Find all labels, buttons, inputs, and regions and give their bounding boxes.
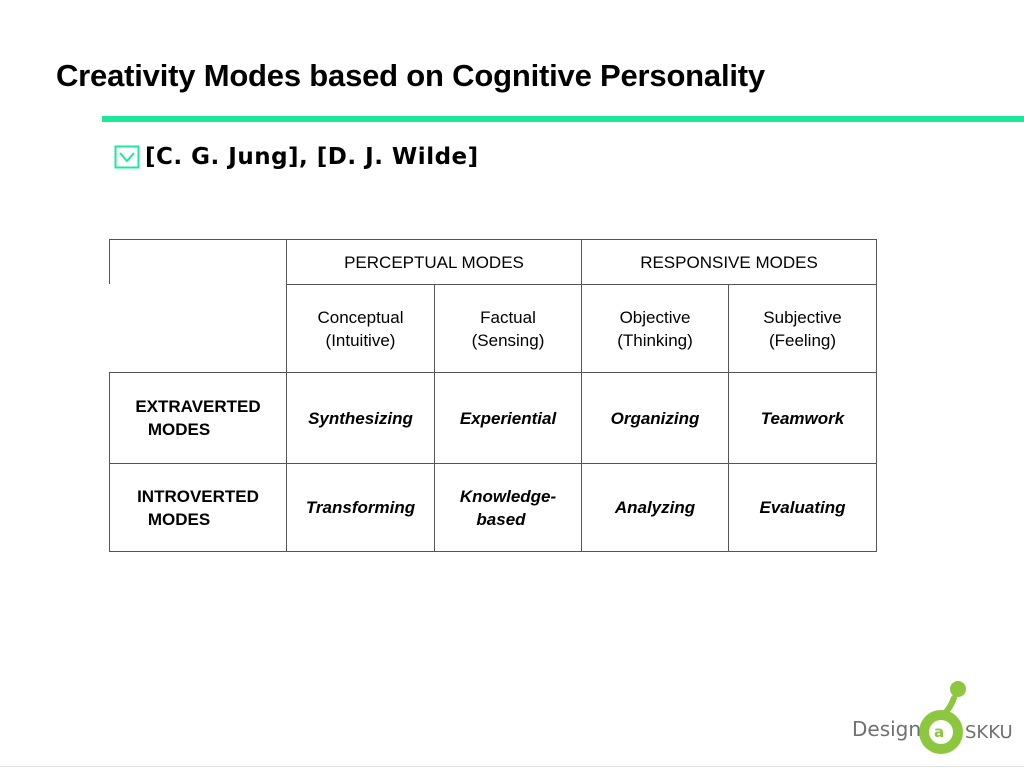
column-header-line: Subjective [763, 307, 842, 327]
table-border-bottom [109, 551, 877, 552]
table-cell: Experiential [459, 408, 557, 428]
column-header-line: Factual [480, 307, 536, 327]
column-header-conceptual: Conceptual (Intuitive) [287, 285, 434, 372]
table-line-col3 [581, 239, 582, 552]
row-label-line: INTROVERTED [137, 486, 259, 506]
table-cell: Evaluating [759, 498, 846, 517]
table-cell: Transforming [305, 498, 416, 517]
row-label-extraverted: EXTRAVERTED MODES [110, 373, 286, 463]
row-label-line: MODES [147, 420, 211, 439]
row-label-line: MODES [147, 509, 211, 529]
table-line-header-bottom [109, 372, 877, 373]
logo-graphic [919, 681, 966, 754]
table-border-right [876, 239, 877, 552]
logo-text-a: a [934, 723, 945, 741]
column-header-line: Objective [619, 307, 691, 327]
table-border-left [109, 372, 110, 552]
table-cell-line: Knowledge- [459, 486, 557, 506]
table-cell: Synthesizing [308, 408, 413, 428]
logo-text-design: Design [852, 717, 922, 741]
column-header-line: (Intuitive) [325, 330, 396, 350]
table-line-row-divider [109, 463, 877, 464]
table-border-top [109, 239, 877, 240]
table-cell: Knowledge- based [435, 464, 581, 551]
group-header-perceptual: PERCEPTUAL MODES [344, 252, 524, 272]
column-header-line: Conceptual [317, 307, 404, 327]
table-line-col4 [728, 284, 729, 552]
table-cell-line: based [476, 509, 526, 529]
title-underline-rule [102, 116, 1024, 122]
column-header-objective: Objective (Thinking) [582, 285, 728, 372]
column-header-line: (Feeling) [768, 330, 837, 350]
row-label-line: EXTRAVERTED [135, 397, 261, 416]
creativity-modes-table: PERCEPTUAL MODES RESPONSIVE MODES Concep… [109, 239, 877, 552]
table-cell: Teamwork [760, 408, 845, 428]
column-header-line: (Sensing) [471, 330, 545, 350]
design-a-skku-logo: Design a SKKU [850, 680, 1015, 760]
table-line-col1 [286, 239, 287, 552]
table-line-col2 [434, 284, 435, 552]
column-header-line: (Thinking) [617, 330, 693, 350]
footer-divider [0, 766, 1024, 767]
table-border-left-top [109, 239, 110, 284]
table-cell: Organizing [610, 408, 700, 428]
logo-text-skku: SKKU [965, 722, 1013, 743]
group-header-responsive: RESPONSIVE MODES [640, 252, 818, 272]
column-header-factual: Factual (Sensing) [435, 285, 581, 372]
column-header-subjective: Subjective (Feeling) [729, 285, 876, 372]
citation-text: [C. G. Jung], [D. J. Wilde] [145, 144, 479, 170]
table-cell: Analyzing [614, 498, 696, 517]
slide-title: Creativity Modes based on Cognitive Pers… [56, 58, 765, 93]
citation-bullet: [C. G. Jung], [D. J. Wilde] [114, 144, 479, 170]
checkbox-bullet-icon [114, 145, 140, 169]
row-label-introverted: INTROVERTED MODES [110, 464, 286, 551]
